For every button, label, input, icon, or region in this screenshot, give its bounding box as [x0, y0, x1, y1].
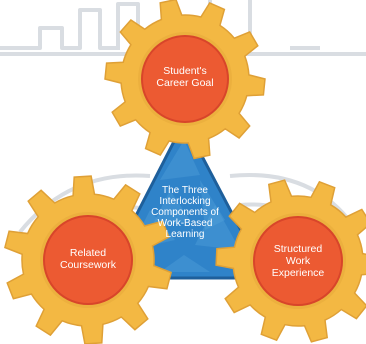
- triangle-facet: [200, 180, 225, 230]
- gear-hub: [253, 216, 343, 306]
- gear-label-line: Related: [69, 247, 107, 260]
- gear-label-line: Work: [285, 255, 311, 268]
- gears: [4, 0, 366, 344]
- gear-label-related-coursework: Related Coursework: [50, 240, 126, 280]
- center-title-line: Work-Based: [157, 217, 213, 229]
- gear-top: [104, 0, 266, 160]
- center-title-line: The Three: [162, 184, 208, 196]
- triangle-facet: [160, 140, 200, 180]
- gear-label-line: Career Goal: [156, 77, 214, 89]
- gear-label-structured-work-experience: Structured Work Experience: [258, 236, 338, 288]
- center-title-line: Components of: [151, 206, 219, 218]
- gear-hub: [43, 215, 133, 305]
- gear-label-line: Coursework: [59, 259, 117, 271]
- triangle-facet: [195, 205, 240, 250]
- triangle-facet: [150, 190, 190, 230]
- triangle-facet: [160, 255, 210, 272]
- gear-label-line: Experience: [271, 266, 325, 279]
- gear-label-line: Student's: [163, 65, 207, 78]
- center-title: The Three Interlocking Components of Wor…: [147, 176, 223, 248]
- gear-label-career-goal: Student's Career Goal: [148, 58, 222, 98]
- sketch-building: [0, 8, 120, 50]
- center-title-line: Learning: [165, 228, 205, 240]
- gear-label-line: Structured: [273, 243, 323, 256]
- gear-right: [215, 179, 366, 343]
- center-title-line: Interlocking: [159, 195, 211, 207]
- gear-left: [4, 175, 172, 344]
- gear-hub: [141, 35, 229, 123]
